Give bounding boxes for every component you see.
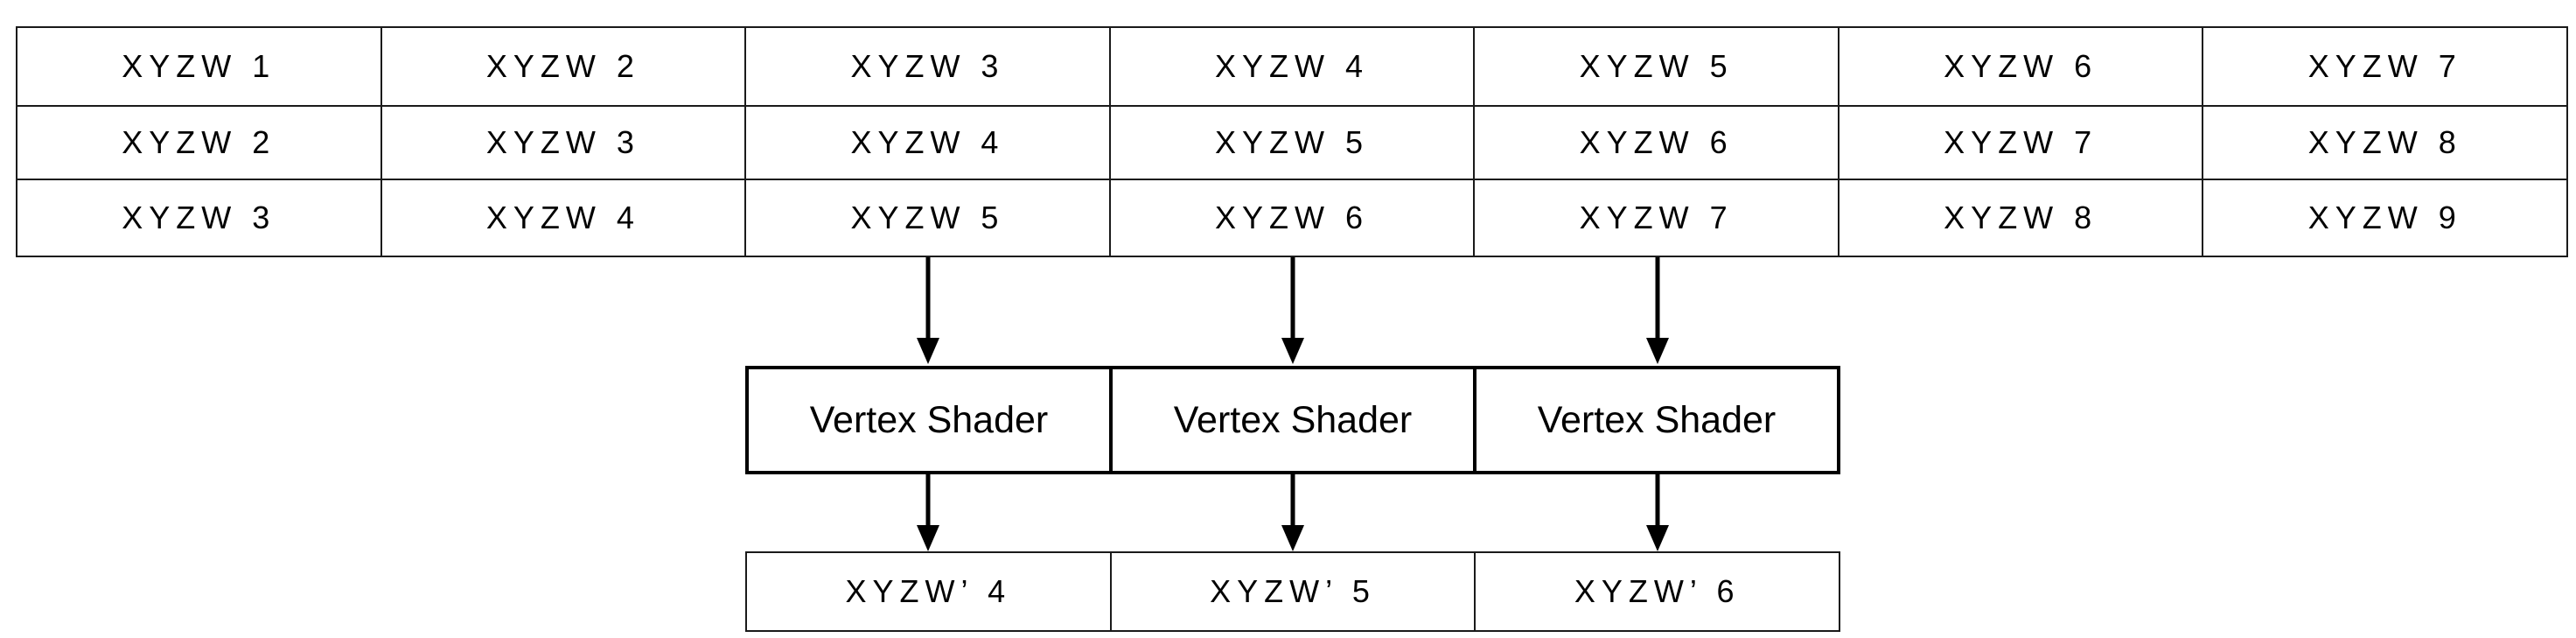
input-cell: XYZW 4 <box>1111 28 1476 105</box>
vertex-shader-box: Vertex Shader <box>749 369 1113 471</box>
vertex-shader-box: Vertex Shader <box>1537 398 1777 441</box>
arrowhead-icon <box>917 525 939 551</box>
input-cell: XYZW 3 <box>746 28 1111 105</box>
input-cell: XYZW 6 <box>1840 28 2204 105</box>
input-cell: XYZW 5 <box>1475 28 1840 105</box>
vertex-shader-box: Vertex Shader <box>1113 369 1476 471</box>
input-cell: XYZW 8 <box>1840 180 2204 256</box>
input-cell: XYZW 1 <box>17 28 382 105</box>
input-cell: XYZW 6 <box>1475 107 1840 179</box>
input-cell: XYZW 5 <box>746 180 1111 256</box>
output-cell: XYZW’ 4 <box>747 553 1112 630</box>
arrowhead-icon <box>1646 525 1669 551</box>
input-cell: XYZW 9 <box>2307 200 2462 235</box>
output-cell: XYZW’ 6 <box>1574 573 1741 609</box>
input-cell: XYZW 8 <box>2307 124 2462 160</box>
input-cell: XYZW 6 <box>1111 180 1476 256</box>
arrowhead-icon <box>917 338 939 364</box>
input-row-2: XYZW 2 XYZW 3 XYZW 4 XYZW 5 XYZW 6 XYZW … <box>17 107 2566 180</box>
input-cell: XYZW 2 <box>17 107 382 179</box>
input-cell: XYZW 4 <box>382 180 747 256</box>
vertex-shader-stage: Vertex Shader Vertex Shader Vertex Shade… <box>745 366 1840 474</box>
input-cell: XYZW 7 <box>1475 180 1840 256</box>
output-cell: XYZW’ 5 <box>1112 553 1476 630</box>
input-cell: XYZW 7 <box>2307 48 2462 84</box>
input-cell: XYZW 4 <box>746 107 1111 179</box>
input-cell: XYZW 5 <box>1111 107 1476 179</box>
input-cell: XYZW 2 <box>382 28 747 105</box>
arrowhead-icon <box>1281 525 1304 551</box>
arrowhead-icon <box>1646 338 1669 364</box>
arrowhead-icon <box>1281 338 1304 364</box>
output-vertex-row: XYZW’ 4 XYZW’ 5 XYZW’ 6 <box>745 551 1840 632</box>
input-cell: XYZW 7 <box>1840 107 2204 179</box>
input-row-1: XYZW 1 XYZW 2 XYZW 3 XYZW 4 XYZW 5 XYZW … <box>17 28 2566 107</box>
input-row-3: XYZW 3 XYZW 4 XYZW 5 XYZW 6 XYZW 7 XYZW … <box>17 180 2566 256</box>
input-vertex-table: XYZW 1 XYZW 2 XYZW 3 XYZW 4 XYZW 5 XYZW … <box>16 26 2568 257</box>
input-cell: XYZW 3 <box>17 180 382 256</box>
input-cell: XYZW 3 <box>382 107 747 179</box>
